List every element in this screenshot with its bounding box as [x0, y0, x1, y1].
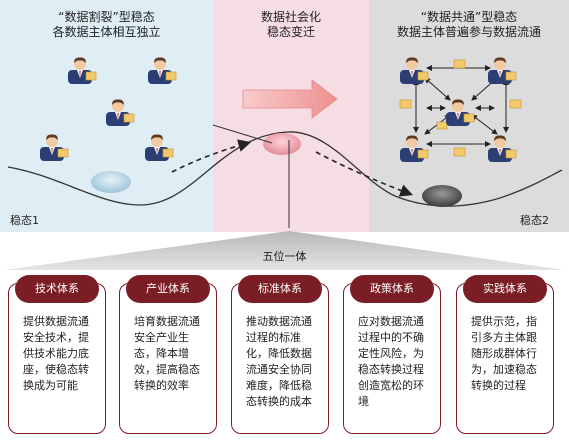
card-standard: 标准体系 推动数据流通过程的标准化，降低数据流通安全协同难度，降低稳态转换的成本 — [231, 275, 329, 434]
middle-panel-title: 数据社会化 稳态变迁 — [213, 10, 369, 40]
five-in-one-label: 五位一体 — [262, 250, 307, 263]
card-title: 标准体系 — [238, 275, 322, 303]
fall-arrow — [315, 151, 413, 197]
card-text: 应对数据流通过程中的不确定性风险，为稳态转换过程创造宽松的环境 — [358, 315, 424, 408]
middle-title-line2: 稳态变迁 — [266, 25, 315, 39]
right-title-line2: 数据主体普遍参与数据流通 — [396, 25, 541, 39]
transition-ball — [263, 133, 301, 155]
transition-arrow-icon — [242, 79, 338, 119]
left-persons — [39, 57, 177, 162]
card-text: 培育数据流通安全产业生态，降本增效，提高稳态转换的效率 — [134, 315, 200, 392]
left-title-line2: 各数据主体相互独立 — [52, 25, 161, 39]
rise-arrow — [171, 139, 252, 173]
middle-title-line1: 数据社会化 — [260, 10, 321, 24]
card-technology: 技术体系 提供数据流通安全技术，提供技术能力底座，使稳态转换成为可能 — [8, 275, 106, 434]
connector-left — [212, 124, 273, 144]
card-practice: 实践体系 提供示范，指引多方主体跟随形成群体行为，加速稳态转换的过程 — [456, 275, 554, 434]
card-title: 技术体系 — [15, 275, 99, 303]
card-text: 提供示范，指引多方主体跟随形成群体行为，加速稳态转换的过程 — [471, 315, 537, 392]
card-text: 提供数据流通安全技术，提供技术能力底座，使稳态转换成为可能 — [23, 315, 89, 392]
right-persons — [399, 57, 517, 163]
right-title-line1: “数据共通”型稳态 — [420, 10, 518, 24]
card-title: 产业体系 — [126, 275, 210, 303]
state2-ball — [422, 185, 462, 207]
stability-curve — [7, 131, 563, 207]
card-policy: 政策体系 应对数据流通过程中的不确定性风险，为稳态转换过程创造宽松的环境 — [343, 275, 441, 434]
state1-label: 稳态1 — [10, 214, 39, 227]
left-title-line1: “数据割裂”型稳态 — [58, 10, 155, 24]
document-icons — [399, 59, 522, 157]
middle-panel — [213, 0, 369, 232]
foundation-triangle — [4, 231, 565, 270]
state2-label: 稳态2 — [520, 214, 549, 227]
card-text: 推动数据流通过程的标准化，降低数据流通安全协同难度，降低稳态转换的成本 — [246, 315, 312, 408]
card-industry: 产业体系 培育数据流通安全产业生态，降本增效，提高稳态转换的效率 — [119, 275, 217, 434]
card-title: 实践体系 — [463, 275, 547, 303]
card-title: 政策体系 — [350, 275, 434, 303]
state1-ball — [91, 171, 131, 193]
left-panel-title: “数据割裂”型稳态 各数据主体相互独立 — [0, 10, 213, 40]
right-panel-title: “数据共通”型稳态 数据主体普遍参与数据流通 — [369, 10, 569, 40]
